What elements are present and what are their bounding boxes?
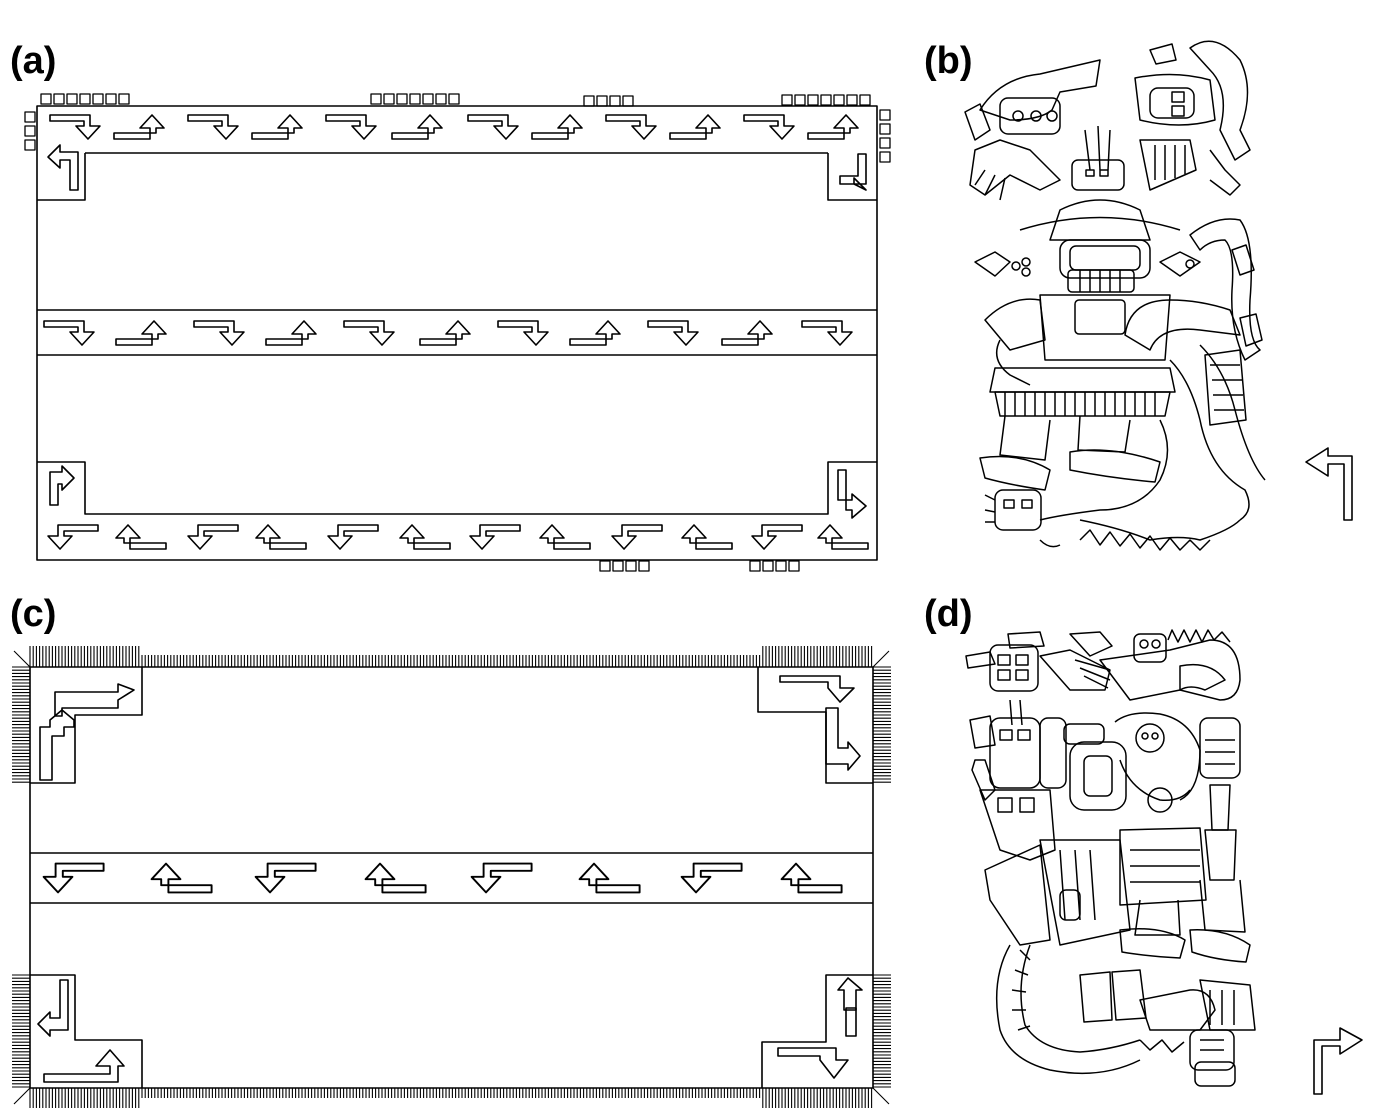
panel-a [25, 94, 890, 571]
panel-a-bottom-arrows [48, 525, 868, 549]
turn-left-arrow-icon [1306, 448, 1352, 520]
panel-b-figure [965, 41, 1265, 550]
panel-a-top-squares [25, 94, 890, 571]
turn-right-arrow-icon [1314, 1028, 1362, 1094]
panel-c [12, 646, 891, 1108]
panel-c-middle-arrows [44, 864, 842, 893]
fringe-stroke [14, 651, 30, 667]
panel-a-top-arrows [50, 115, 858, 139]
fringe-stroke [873, 1088, 889, 1104]
panel-a-corner-arrow-tr [840, 154, 866, 190]
panel-a-middle-arrows [44, 321, 852, 345]
panel-a-frame [37, 106, 877, 560]
fringe-stroke [14, 1088, 30, 1104]
panel-a-corner-arrow-br [838, 470, 866, 518]
fringe-stroke [873, 651, 889, 667]
panel-c-top-fringe [12, 646, 891, 1108]
panel-a-corner-arrow-tl [48, 145, 78, 190]
panel-d-figure [966, 630, 1255, 1086]
panel-c-frame [30, 667, 873, 1088]
panel-a-corner-arrow-bl [50, 466, 74, 505]
